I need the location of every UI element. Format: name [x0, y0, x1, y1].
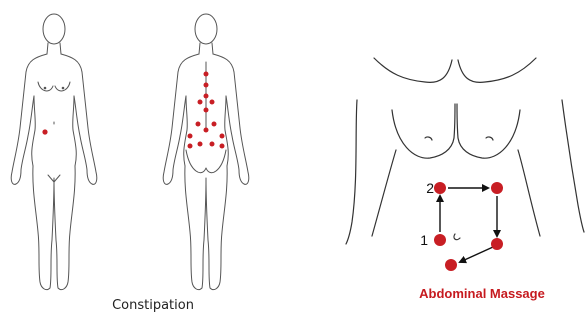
back-buttocks [186, 150, 226, 173]
left-arm-outline [346, 100, 357, 244]
step-label-2: 2 [426, 180, 434, 196]
navel [454, 234, 460, 240]
front-legs [33, 166, 75, 290]
back-legs [185, 166, 227, 290]
pressure-point [220, 144, 225, 149]
back-body-figure [163, 14, 249, 290]
pressure-point [198, 142, 203, 147]
pressure-point [188, 144, 193, 149]
pressure-point [210, 142, 215, 147]
front-head [43, 14, 65, 44]
back-left-arm [163, 54, 199, 184]
right-arm-outline [562, 100, 584, 232]
back-right-arm [213, 54, 249, 184]
left-shoulder-neck [374, 58, 452, 82]
pressure-point [212, 122, 217, 127]
right-pectoral [457, 104, 520, 158]
back-pressure-points [188, 72, 225, 149]
pressure-point [210, 100, 215, 105]
front-torso [32, 96, 77, 166]
pressure-point [42, 129, 47, 134]
pressure-point [204, 128, 209, 133]
torso-closeup [346, 58, 584, 244]
right-armpit [518, 150, 540, 236]
right-nipple [486, 137, 493, 140]
pressure-point [196, 122, 201, 127]
front-chest [38, 82, 70, 91]
back-neck [199, 43, 213, 54]
massage-point-upper-left [434, 182, 446, 194]
pressure-point [204, 108, 209, 113]
arrow-diagonal [460, 247, 493, 262]
pressure-point [204, 83, 209, 88]
left-nipple [425, 137, 432, 140]
massage-point-end [445, 259, 457, 271]
abdominal-massage-caption: Abdominal Massage [402, 286, 562, 301]
pressure-point [204, 94, 209, 99]
massage-point-upper-right [491, 182, 503, 194]
pressure-point [188, 134, 193, 139]
massage-point-lower-right [491, 238, 503, 250]
front-right-arm [61, 54, 97, 184]
back-head [195, 14, 217, 44]
front-body-figure [11, 14, 97, 290]
constipation-caption: Constipation [88, 298, 218, 313]
step-label-1: 1 [420, 232, 428, 248]
pressure-point [204, 72, 209, 77]
massage-arrows [440, 188, 497, 262]
left-armpit [372, 150, 396, 236]
right-shoulder-neck [458, 58, 536, 82]
front-left-arm [11, 54, 47, 184]
massage-point-start [434, 234, 446, 246]
front-pressure-points [42, 129, 47, 134]
front-neck [47, 43, 61, 54]
pressure-point [198, 100, 203, 105]
pressure-point [220, 134, 225, 139]
left-pectoral [392, 104, 455, 158]
